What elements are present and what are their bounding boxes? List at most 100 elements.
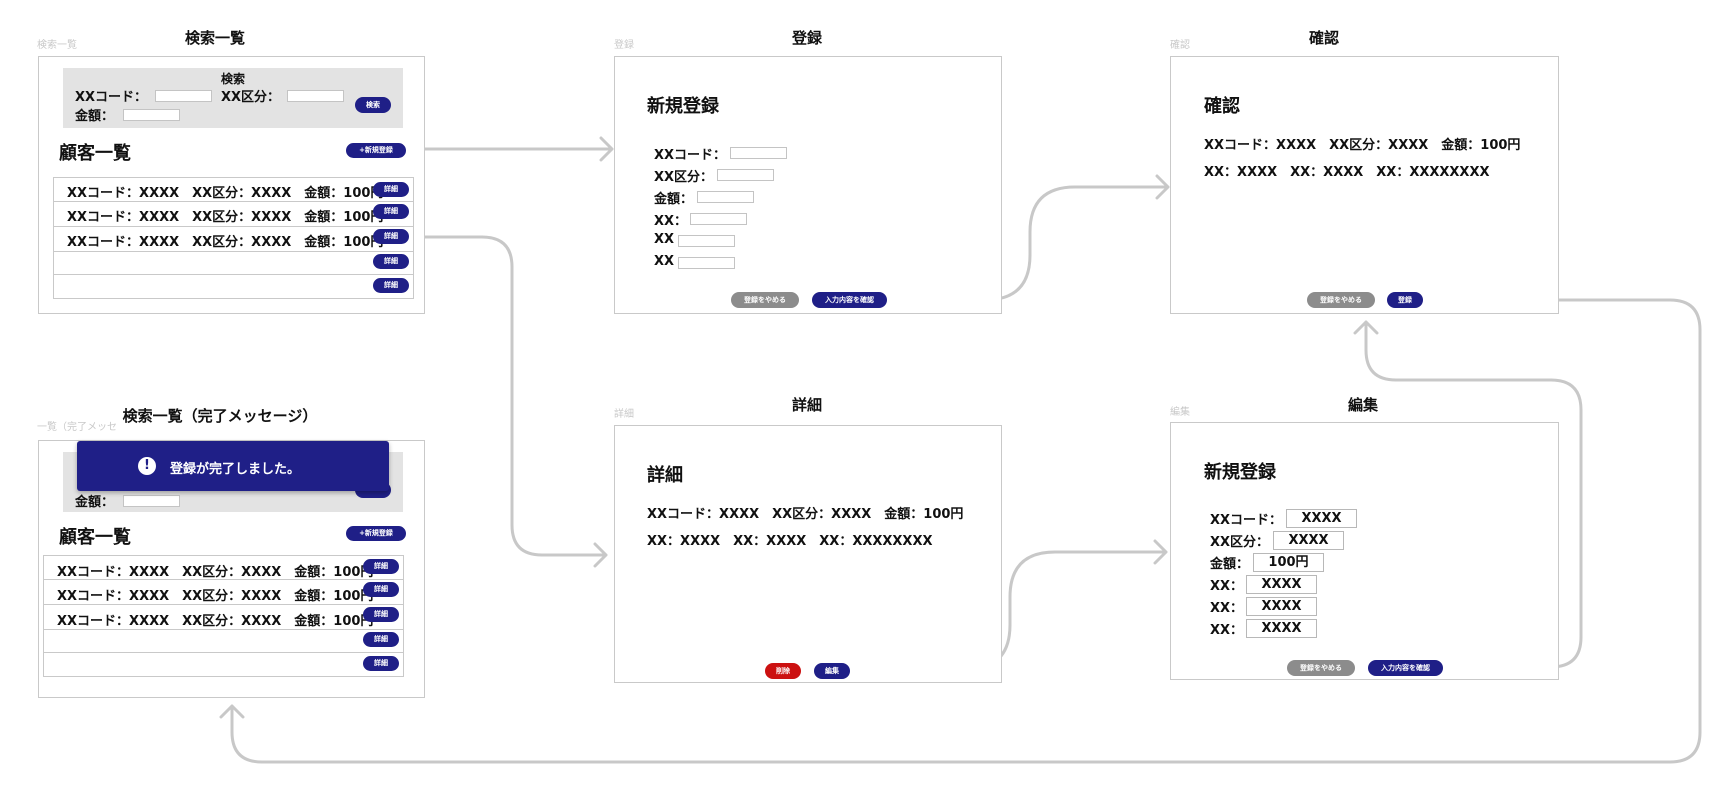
customer-list-heading: 顧客一覧 (59, 527, 131, 548)
xx-input[interactable] (678, 257, 735, 269)
arrow-new-to-register (403, 136, 614, 162)
arrow-submit-to-done (219, 298, 1702, 764)
frame-title-search-list: 検索一覧 (184, 29, 245, 47)
table-row: 詳細 (53, 275, 414, 299)
detail-heading: 詳細 (647, 465, 683, 486)
edit-screen: 新規登録 XXコード： XXXX XX区分： XXXX 金額： 100円 XX：… (1170, 422, 1559, 680)
table-row: XXコード：XXXX XX区分：XXXX 金額：100円 詳細 (53, 202, 414, 227)
arrow-detail-to-detail-screen (410, 235, 608, 568)
detail-button[interactable]: 詳細 (373, 182, 409, 197)
ghost-label: 編集 (1170, 407, 1190, 418)
row-text: XXコード：XXXX XX区分：XXXX 金額：100円 (57, 589, 374, 604)
confirm-input-button[interactable]: 入力内容を確認 (812, 292, 887, 308)
code-label: XXコード： (75, 90, 148, 105)
ghost-label: 詳細 (614, 409, 634, 420)
xx-input[interactable]: XXXX (1246, 575, 1317, 594)
amount-label: 金額： (75, 109, 115, 124)
customer-list-heading: 顧客一覧 (59, 143, 131, 164)
row-text: XXコード：XXXX XX区分：XXXX 金額：100円 (57, 614, 374, 629)
field-label-code: XXコード： (654, 148, 727, 163)
detail-button[interactable]: 詳細 (363, 632, 399, 647)
confirm-input-button[interactable]: 入力内容を確認 (1368, 660, 1443, 676)
detail-button[interactable]: 詳細 (373, 229, 409, 244)
row-text: XXコード：XXXX XX区分：XXXX 金額：100円 (67, 210, 384, 225)
field-label-kubun: XX区分： (654, 170, 714, 185)
new-register-button[interactable]: +新規登録 (346, 143, 406, 158)
ghost-label: 検索一覧 (37, 40, 77, 51)
table-row: XXコード：XXXX XX区分：XXXX 金額：100円 詳細 (53, 177, 414, 202)
search-list-screen: 検索 XXコード： XX区分： 金額： 検索 顧客一覧 +新規登録 XXコード：… (38, 56, 425, 314)
register-heading: 新規登録 (647, 96, 719, 117)
table-row: XXコード：XXXX XX区分：XXXX 金額：100円 詳細 (43, 605, 404, 630)
row-text: XXコード：XXXX XX区分：XXXX 金額：100円 (67, 235, 384, 250)
amount-label: 金額： (75, 495, 115, 510)
detail-button[interactable]: 詳細 (373, 204, 409, 219)
field-label-xx: XX： (1210, 601, 1244, 616)
delete-button[interactable]: 削除 (765, 663, 801, 679)
register-screen: 新規登録 XXコード： XX区分： 金額： XX： XX XX 登録をやめる 入… (614, 56, 1002, 314)
code-input[interactable]: XXXX (1286, 509, 1357, 528)
xx-input[interactable] (690, 213, 747, 225)
row-text: XXコード：XXXX XX区分：XXXX 金額：100円 (67, 186, 384, 201)
search-panel-title: 検索 (220, 72, 245, 86)
field-label-xx: XX (654, 232, 675, 247)
ghost-label: 確認 (1170, 40, 1190, 51)
frame-title-edit: 編集 (1347, 396, 1378, 414)
edit-heading: 新規登録 (1204, 462, 1276, 483)
completion-toast: ! 登録が完了しました。 (77, 441, 389, 491)
detail-button[interactable]: 詳細 (363, 656, 399, 671)
ghost-label: 一覧（完了メッセ (37, 422, 117, 433)
cancel-register-button[interactable]: 登録をやめる (731, 292, 799, 308)
amount-input[interactable] (123, 109, 180, 121)
row-text: XXコード：XXXX XX区分：XXXX 金額：100円 (57, 565, 374, 580)
arrow-edit-confirm-to-confirm (1353, 320, 1583, 669)
amount-input[interactable] (697, 191, 754, 203)
field-label-xx: XX： (1210, 623, 1244, 638)
submit-register-button[interactable]: 登録 (1387, 292, 1423, 308)
xx-input[interactable]: XXXX (1246, 597, 1317, 616)
xx-input[interactable]: XXXX (1246, 619, 1317, 638)
kubun-input[interactable] (287, 90, 344, 102)
confirm-line-2: XX：XXXX XX：XXXX XX：XXXXXXXX (1204, 165, 1490, 180)
code-input[interactable] (730, 147, 787, 159)
field-label-xx: XX： (654, 214, 688, 229)
field-label-amount: 金額： (654, 192, 694, 207)
new-register-button[interactable]: +新規登録 (346, 526, 406, 541)
field-label-kubun: XX区分： (1210, 535, 1270, 550)
detail-line-2: XX：XXXX XX：XXXX XX：XXXXXXXX (647, 534, 933, 549)
xx-input[interactable] (678, 235, 735, 247)
confirm-heading: 確認 (1204, 96, 1240, 117)
detail-screen: 詳細 XXコード：XXXX XX区分：XXXX 金額：100円 XX：XXXX … (614, 425, 1002, 683)
detail-line-1: XXコード：XXXX XX区分：XXXX 金額：100円 (647, 507, 964, 522)
cancel-register-button[interactable]: 登録をやめる (1307, 292, 1375, 308)
exclamation-icon: ! (138, 457, 156, 475)
search-button[interactable]: 検索 (355, 97, 391, 113)
field-label-xx: XX： (1210, 579, 1244, 594)
cancel-register-button[interactable]: 登録をやめる (1287, 660, 1355, 676)
detail-button[interactable]: 詳細 (373, 278, 409, 293)
table-row: XXコード：XXXX XX区分：XXXX 金額：100円 詳細 (53, 227, 414, 252)
amount-input[interactable] (123, 495, 180, 507)
detail-button[interactable]: 詳細 (363, 582, 399, 597)
code-input[interactable] (155, 90, 212, 102)
table-row: 詳細 (53, 252, 414, 275)
frame-title-search-list-done: 検索一覧（完了メッセージ） (122, 407, 318, 425)
frame-title-confirm: 確認 (1308, 29, 1339, 47)
detail-button[interactable]: 詳細 (363, 559, 399, 574)
kubun-input[interactable] (717, 169, 774, 181)
field-label-amount: 金額： (1210, 557, 1250, 572)
amount-input[interactable]: 100円 (1253, 553, 1324, 572)
confirm-screen: 確認 XXコード：XXXX XX区分：XXXX 金額：100円 XX：XXXX … (1170, 56, 1559, 314)
frame-title-register: 登録 (791, 29, 822, 47)
table-row: 詳細 (43, 630, 404, 653)
kubun-input[interactable]: XXXX (1273, 531, 1344, 550)
table-row: XXコード：XXXX XX区分：XXXX 金額：100円 詳細 (43, 580, 404, 605)
table-row: XXコード：XXXX XX区分：XXXX 金額：100円 詳細 (43, 555, 404, 580)
frame-title-detail: 詳細 (791, 396, 822, 414)
search-panel: 検索 XXコード： XX区分： 金額： 検索 (63, 68, 403, 128)
edit-button[interactable]: 編集 (814, 663, 850, 679)
detail-button[interactable]: 詳細 (373, 254, 409, 269)
detail-button[interactable]: 詳細 (363, 607, 399, 622)
ghost-label: 登録 (614, 40, 634, 51)
field-label-xx: XX (654, 254, 675, 269)
